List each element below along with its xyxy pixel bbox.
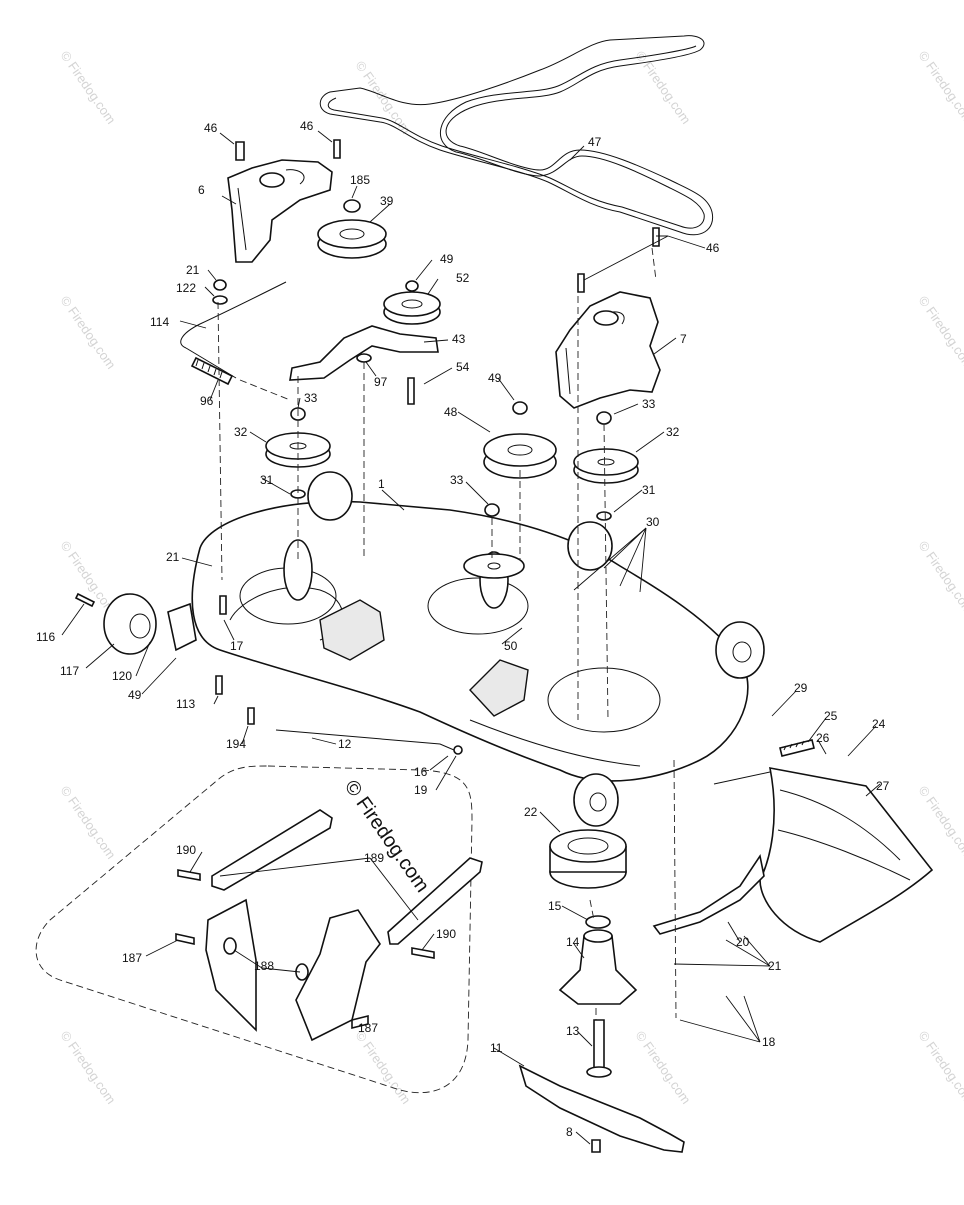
- watermark: © Firedog.com: [353, 1028, 414, 1107]
- callout-label: 21: [768, 959, 782, 973]
- callout-label: 113: [176, 697, 195, 711]
- callout-label: 185: [350, 173, 370, 187]
- watermark: © Firedog.com: [916, 538, 964, 617]
- callout-label: 46: [706, 241, 720, 255]
- watermark: © Firedog.com: [58, 1028, 119, 1107]
- callout-label: 187: [122, 951, 142, 965]
- callout-label: 52: [456, 271, 470, 285]
- callout-label: 190: [436, 927, 456, 941]
- callout-label: 20: [736, 935, 750, 949]
- callout-label: 21: [186, 263, 200, 277]
- link-rod: [275, 729, 463, 755]
- callout-label: 49: [128, 688, 142, 702]
- callout-label: 49: [440, 252, 454, 266]
- callout-label: 27: [876, 779, 890, 793]
- belt-cover-right: [555, 291, 661, 409]
- callout-label: 39: [380, 194, 394, 208]
- callout-label: 49: [488, 371, 502, 385]
- discharge-chute: [652, 739, 934, 943]
- callout-label: 25: [824, 709, 838, 723]
- pulley-48: [483, 401, 557, 479]
- gauge-wheels: [103, 471, 765, 827]
- callout-label: 190: [176, 843, 196, 857]
- callout-label: 189: [364, 851, 384, 865]
- callout-label: 122: [176, 281, 196, 295]
- watermark: © Firedog.com: [916, 1028, 964, 1107]
- callout-label: 22: [524, 805, 538, 819]
- callout-label: 8: [566, 1125, 573, 1139]
- callout-label: 43: [452, 332, 466, 346]
- belt-cover-left: [227, 159, 333, 263]
- callout-label: 33: [642, 397, 656, 411]
- callout-label: 29: [794, 681, 808, 695]
- callout-label: 194: [226, 737, 246, 751]
- callout-label: 54: [456, 360, 470, 374]
- callout-label: 47: [588, 135, 602, 149]
- idler-arm: [289, 325, 439, 381]
- callout-label: 24: [872, 717, 886, 731]
- watermark: © Firedog.com: [916, 293, 964, 372]
- callout-label: 1: [378, 477, 385, 491]
- watermark: © Firedog.com: [58, 48, 119, 127]
- callout-label: 33: [450, 473, 464, 487]
- alignment-lines: [217, 247, 677, 1020]
- callout-label: 187: [358, 1021, 378, 1035]
- callout-label: 15: [548, 899, 562, 913]
- pulley-39: [317, 199, 387, 259]
- callout-label: 117: [60, 664, 79, 678]
- callout-label: 33: [304, 391, 318, 405]
- callout-label: 48: [444, 405, 458, 419]
- callout-label: 19: [414, 783, 428, 797]
- callout-label: 116: [36, 630, 55, 644]
- callout-label: 26: [816, 731, 830, 745]
- callout-label: 11: [490, 1041, 503, 1055]
- callout-layer: 46 46 47 6 185 39 46 21 122 49 52 114 43…: [36, 119, 890, 1145]
- callout-label: 114: [150, 315, 169, 329]
- callout-label: 50: [504, 639, 518, 653]
- callout-label: 188: [254, 959, 274, 973]
- callout-label: 21: [166, 550, 180, 564]
- inset-detail: [35, 765, 483, 1094]
- mower-deck: [191, 500, 749, 782]
- pulley-32-left: [265, 432, 331, 468]
- callout-label: 31: [260, 473, 274, 487]
- callout-label: 46: [300, 119, 314, 133]
- callout-label: 30: [646, 515, 660, 529]
- callout-label: 18: [762, 1035, 776, 1049]
- watermark: © Firedog.com: [916, 783, 964, 862]
- callout-label: 17: [230, 639, 244, 653]
- pulley-52: [383, 280, 441, 325]
- watermark: © Firedog.com: [916, 48, 964, 127]
- rod-and-spring: [180, 281, 287, 386]
- callout-label: 16: [414, 765, 428, 779]
- watermark: © Firedog.com: [353, 58, 414, 137]
- watermark: © Firedog.com: [633, 1028, 694, 1107]
- callout-label: 32: [666, 425, 680, 439]
- callout-label: 14: [566, 935, 580, 949]
- callout-label: 32: [234, 425, 248, 439]
- drive-belt: [319, 35, 714, 236]
- callout-label: 12: [338, 737, 352, 751]
- callout-label: 13: [566, 1024, 580, 1038]
- watermark: © Firedog.com: [58, 293, 119, 372]
- callout-label: 6: [198, 183, 205, 197]
- callout-label: 46: [204, 121, 218, 135]
- callout-label: 120: [112, 669, 132, 683]
- callout-label: 96: [200, 394, 214, 408]
- callout-label: 7: [680, 332, 687, 346]
- pulley-32-right: [573, 448, 639, 484]
- bolts-left: [74, 592, 255, 725]
- callout-label: 97: [374, 375, 388, 389]
- spindle-assembly: [518, 829, 685, 1153]
- callout-label: 31: [642, 483, 656, 497]
- watermark: © Firedog.com: [58, 783, 119, 862]
